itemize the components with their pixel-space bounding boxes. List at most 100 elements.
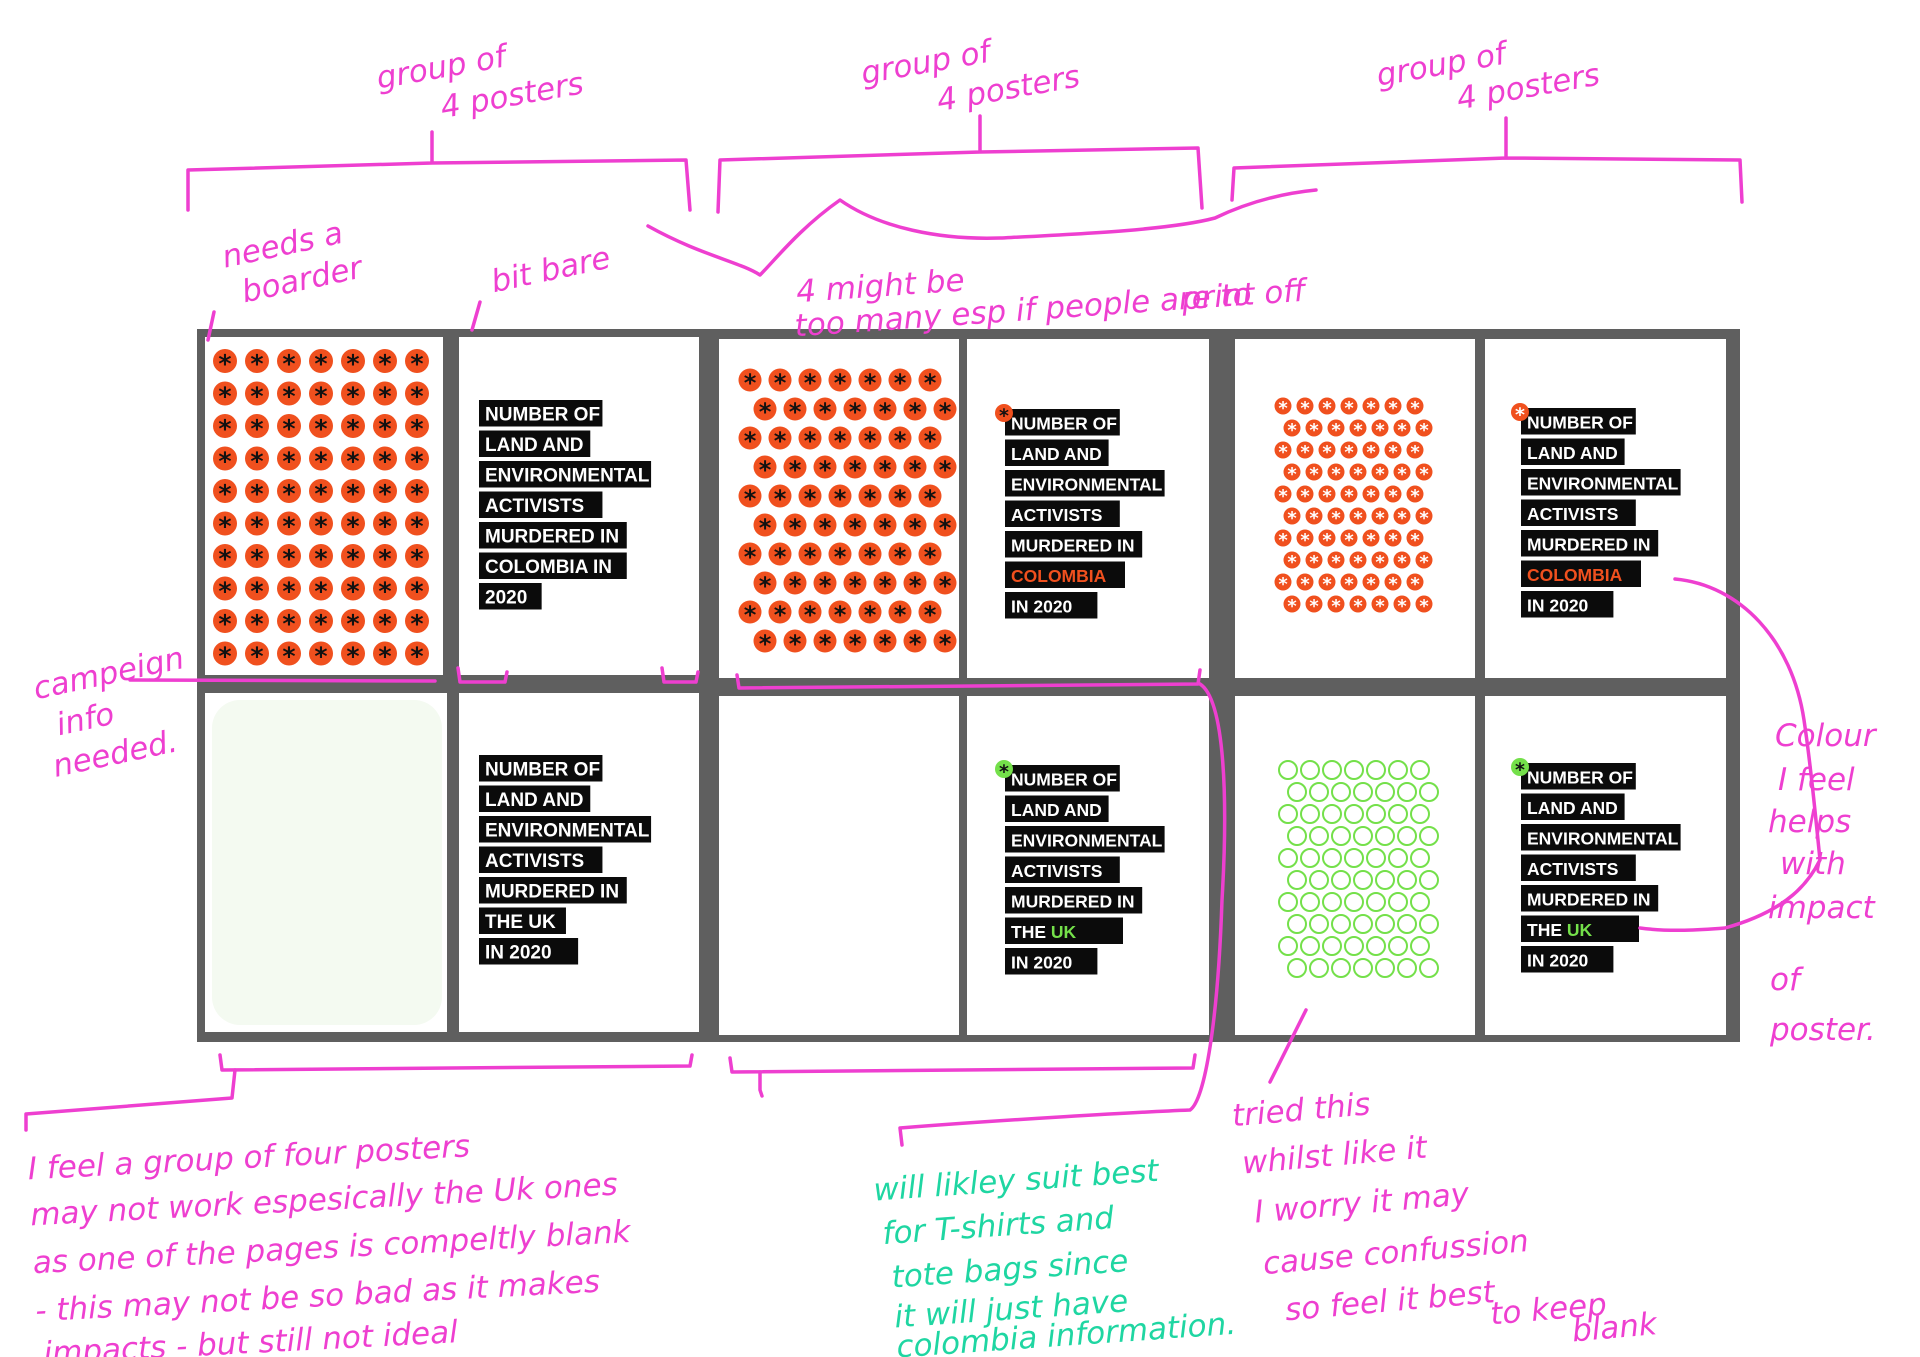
ring-dot xyxy=(1344,936,1364,956)
asterisk-icon: * xyxy=(1419,552,1428,573)
label-bar xyxy=(479,552,627,579)
asterisk-dot xyxy=(1283,507,1301,525)
asterisk-icon: * xyxy=(218,609,231,638)
asterisk-dot xyxy=(1296,397,1314,415)
asterisk-dot xyxy=(828,484,852,508)
asterisk-dot xyxy=(1296,573,1314,591)
asterisk-dot xyxy=(1362,397,1380,415)
note-group-of-four: I feel a group of four posters may not w… xyxy=(27,1128,633,1357)
asterisk-dot xyxy=(213,609,237,633)
asterisk-dot xyxy=(828,542,852,566)
asterisk-icon: * xyxy=(1366,398,1375,419)
asterisk-dot xyxy=(1406,397,1424,415)
ring-dot xyxy=(1322,892,1342,912)
asterisk-dot xyxy=(405,609,429,633)
asterisk-icon: * xyxy=(218,447,231,476)
asterisk-dot xyxy=(1393,595,1411,613)
asterisk-icon: * xyxy=(774,369,787,397)
asterisk-dot xyxy=(828,368,852,392)
poster-4-green-tint xyxy=(212,700,442,1025)
asterisk-dot xyxy=(373,479,397,503)
note-campaign-info: campeign info needed. xyxy=(30,640,187,785)
label-bar xyxy=(1521,793,1625,820)
asterisk-dot xyxy=(858,426,882,450)
asterisk-dot xyxy=(341,609,365,633)
asterisk-icon: * xyxy=(218,544,231,573)
asterisk-icon: * xyxy=(1366,442,1375,463)
ring-dot xyxy=(1388,848,1408,868)
asterisk-dot xyxy=(858,484,882,508)
asterisk-icon: * xyxy=(282,414,295,443)
ring-dot xyxy=(1397,782,1417,802)
tick-needs-border xyxy=(206,310,216,342)
asterisk-dot xyxy=(277,511,301,536)
asterisk-icon: * xyxy=(894,427,907,455)
label-bar xyxy=(1521,854,1636,881)
asterisk-icon: * xyxy=(314,609,327,638)
ring-dot xyxy=(1353,958,1373,978)
asterisk-icon: * xyxy=(314,447,327,476)
asterisk-icon: * xyxy=(864,427,877,455)
asterisk-icon: * xyxy=(378,544,391,573)
label-bar xyxy=(1005,531,1143,558)
label-bar xyxy=(1005,856,1120,883)
asterisk-icon: * xyxy=(1388,574,1397,595)
asterisk-icon: * xyxy=(1300,574,1309,595)
ring-dot xyxy=(1331,826,1351,846)
connector-group-of-four xyxy=(24,1068,764,1132)
asterisk-dot xyxy=(1362,529,1380,547)
ring-dot xyxy=(1287,782,1307,802)
asterisk-dot xyxy=(888,600,912,624)
label-line: NUMBER OF xyxy=(1527,768,1633,788)
label-bar xyxy=(1521,408,1636,435)
asterisk-icon: * xyxy=(774,427,787,455)
asterisk-icon: * xyxy=(378,577,391,606)
asterisk-dot xyxy=(245,479,269,503)
asterisk-dot xyxy=(1305,419,1323,437)
ring-dot xyxy=(1278,760,1298,780)
asterisk-dot xyxy=(918,542,942,566)
asterisk-dot xyxy=(245,544,269,568)
asterisk-icon: * xyxy=(1419,464,1428,485)
label-bar xyxy=(479,907,566,934)
asterisk-icon: * xyxy=(1410,530,1419,551)
label-line: THE UK xyxy=(1527,920,1593,940)
bracket-bottom-2 xyxy=(728,1053,1197,1074)
asterisk-icon: * xyxy=(282,382,295,411)
asterisk-dot xyxy=(1327,595,1345,613)
asterisk-icon: * xyxy=(744,485,757,513)
note-four-too-many: 4 might be too many esp if people are to… xyxy=(793,263,1310,345)
asterisk-icon: * xyxy=(1397,420,1406,441)
label-bar xyxy=(1521,591,1614,618)
asterisk-dot xyxy=(1415,419,1433,437)
asterisk-dot xyxy=(1340,485,1358,503)
label-bar xyxy=(479,938,579,965)
asterisk-icon: * xyxy=(1278,398,1287,419)
asterisk-dot xyxy=(813,629,837,653)
asterisk-dot xyxy=(405,576,429,601)
badge-dot xyxy=(995,760,1013,778)
asterisk-dot xyxy=(858,600,882,624)
ring-dot xyxy=(1309,826,1329,846)
ring-dot xyxy=(1366,760,1386,780)
asterisk-dot xyxy=(373,349,397,373)
asterisk-dot xyxy=(873,455,897,479)
asterisk-dot xyxy=(1384,441,1402,459)
asterisk-icon: * xyxy=(250,577,263,606)
ring-dot xyxy=(1410,936,1430,956)
ring-dot xyxy=(1419,914,1439,934)
asterisk-icon: * xyxy=(1353,464,1362,485)
ring-dot xyxy=(1344,848,1364,868)
label-bar xyxy=(1521,915,1639,942)
asterisk-icon: * xyxy=(1300,486,1309,507)
ring-dot xyxy=(1410,760,1430,780)
label-bar xyxy=(1521,499,1636,526)
asterisk-dot xyxy=(738,542,762,566)
asterisk-icon: * xyxy=(1353,420,1362,441)
asterisk-icon: * xyxy=(1278,486,1287,507)
asterisk-icon: * xyxy=(834,427,847,455)
note-tried-this-line: tried this xyxy=(1230,1086,1371,1134)
